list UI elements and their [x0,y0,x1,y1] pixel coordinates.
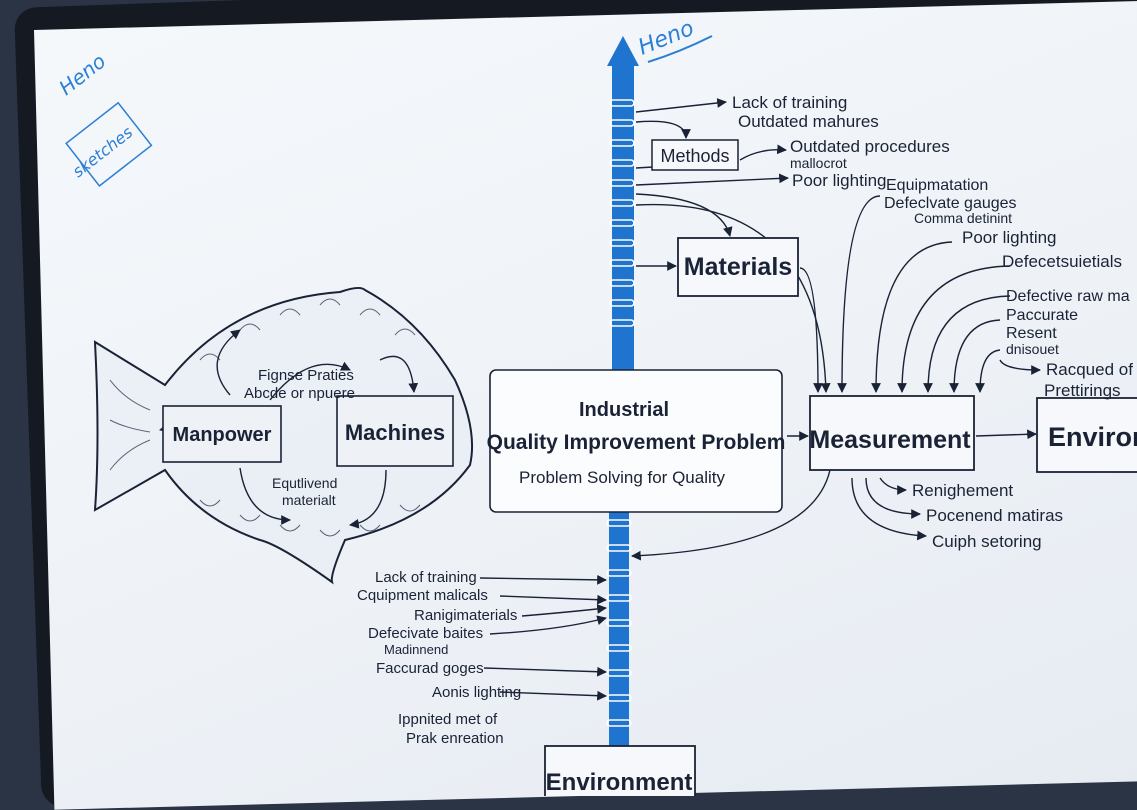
cause-label: Defecetsuietials [1002,252,1122,271]
cause-label: Faccurad goges [376,660,484,677]
cause-label: Ippnited met of [398,711,498,728]
cause-label: Comma detinint [914,210,1012,226]
fish-label-top-2: Abcde or npuere [244,385,355,402]
materials-box[interactable]: Materials [677,237,799,297]
problem-box[interactable]: Industrial Quality Improvement Problem P… [487,369,786,513]
cause-label: Racqued of [1046,360,1133,379]
cause-label: Poor lighting [792,171,887,190]
cause-label: Lack of training [732,93,847,112]
connector-arrows [159,98,1041,701]
left-handwritten-scribble: sketches [69,123,137,182]
fish-label-bottom-2: materialt [282,492,336,508]
top-handwritten-note: Heno [635,16,698,61]
fish-label-top-1: Fignse Praties [258,367,354,384]
measurement-label: Measurement [809,426,971,454]
measurement-box[interactable]: Measurement [809,395,975,471]
manpower-label: Manpower [173,424,272,446]
environment-bottom-label: Environment [546,769,693,796]
top-causes: Lack of training Outdated mahures Outdat… [732,93,1133,400]
cause-label: Poor lighting [962,228,1057,247]
top-note-underline [647,35,713,63]
environment-box-bottom[interactable]: Environment [544,745,696,796]
cause-label: Pocenend matiras [926,506,1063,525]
machines-box[interactable]: Machines [336,395,454,467]
cause-label: Prak enreation [406,730,504,747]
cause-label: Lack of training [375,569,477,586]
spine-rungs [606,99,635,727]
methods-box[interactable]: Methods [651,139,739,171]
manpower-box[interactable]: Manpower [162,405,282,463]
problem-title-line2: Quality Improvement Problem [487,431,786,454]
materials-label: Materials [684,253,792,281]
cause-label: Ranigimaterials [414,607,517,624]
cause-label: Madinnend [384,642,448,657]
cause-label: Defecivate baites [368,625,483,642]
cause-label: Outdated procedures [790,137,950,156]
bottom-causes: Lack of training Cquipment malicals Rani… [357,569,521,747]
cause-label: Cquipment malicals [357,587,488,604]
cause-label: Equipmatation [886,177,988,194]
cause-label: Outdated mahures [738,112,879,131]
cause-label: Aonis lighting [432,684,521,701]
cause-label: Defeclvate gauges [884,195,1017,212]
machines-label: Machines [345,420,445,445]
problem-subtitle: Problem Solving for Quality [519,468,725,487]
problem-title-line1: Industrial [579,399,669,421]
measurement-causes: Renighement Pocenend matiras Cuiph setor… [912,481,1063,551]
cause-label: Defective raw ma [1006,288,1130,305]
fish-scale-marks [109,298,421,537]
environ-box-right[interactable]: Environ [1036,397,1137,473]
left-handwritten-note: Heno [54,49,110,100]
cause-label: dnisouet [1006,341,1059,357]
cause-label: Paccurate [1006,307,1078,324]
environ-right-label: Environ [1048,422,1137,452]
cause-label: mallocrot [790,155,847,171]
cause-label: Cuiph setoring [932,532,1042,551]
left-scribble-box [65,101,153,188]
cause-label: Renighement [912,481,1013,500]
fish-label-bottom-1: Equtlivend [272,475,337,491]
cause-label: Resent [1006,325,1057,342]
cause-label: Prettirings [1044,381,1121,400]
methods-label: Methods [660,146,729,166]
